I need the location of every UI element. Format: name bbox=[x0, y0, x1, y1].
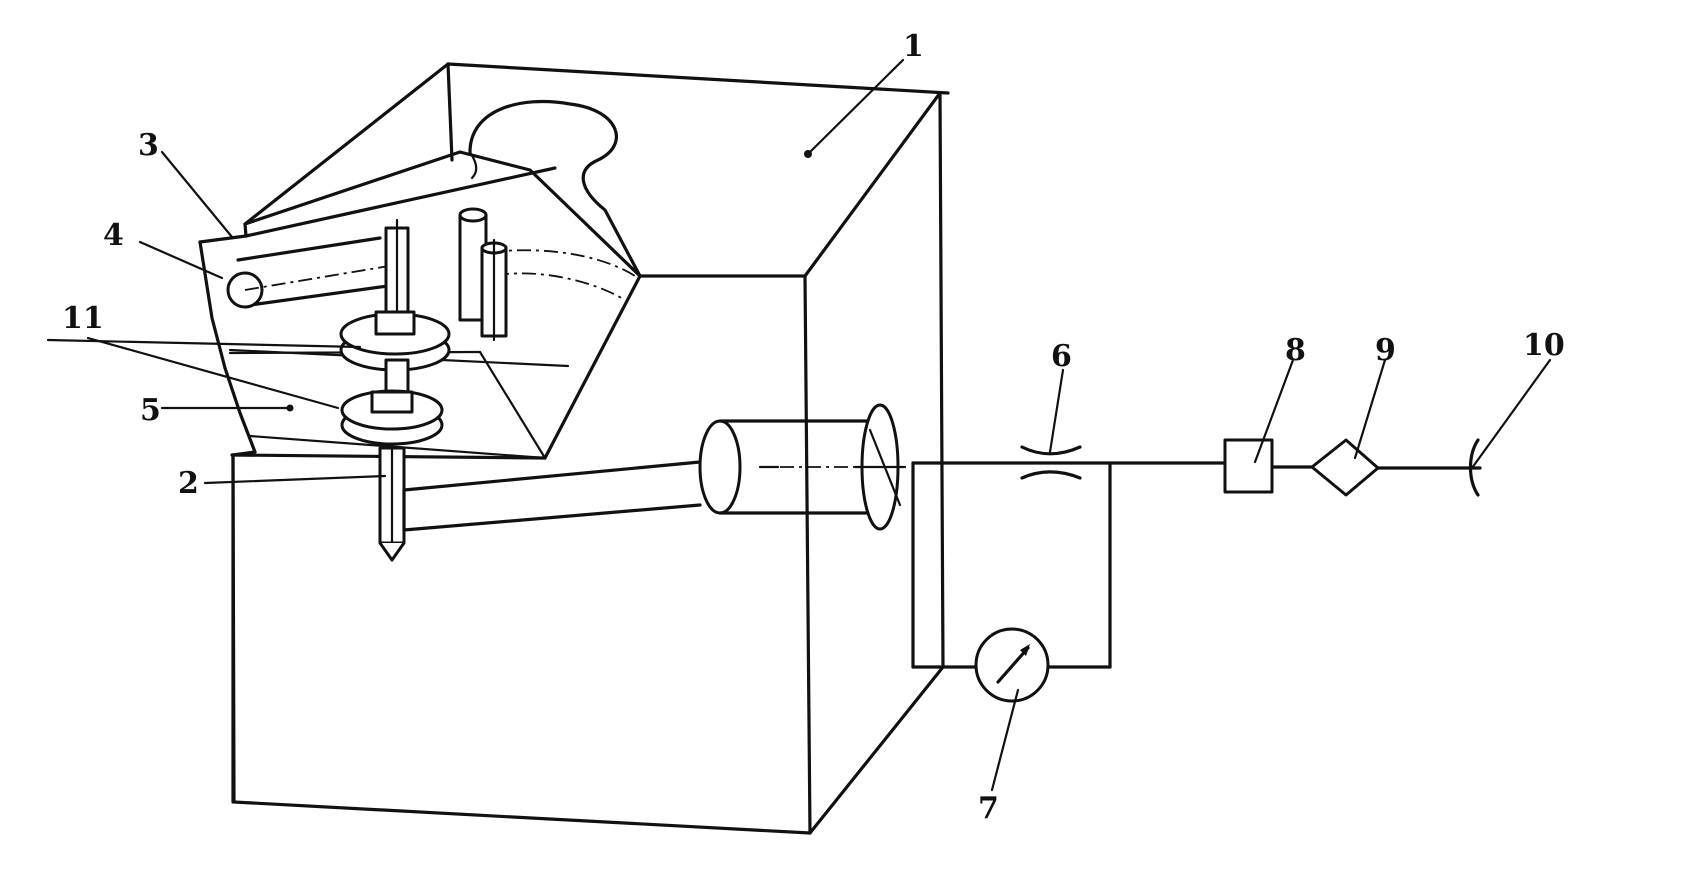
component-8-box bbox=[1223, 438, 1274, 494]
label-5: 5 bbox=[140, 393, 161, 428]
label-3: 3 bbox=[138, 128, 159, 163]
cutaway-hopper bbox=[198, 99, 642, 460]
label-9: 9 bbox=[1375, 333, 1396, 368]
label-11: 11 bbox=[62, 301, 104, 336]
throttle-valve bbox=[1020, 445, 1082, 480]
roller-assembly bbox=[226, 236, 397, 309]
pressure-gauge bbox=[974, 627, 1050, 703]
label-2: 2 bbox=[178, 466, 199, 501]
pipe-network bbox=[911, 461, 1482, 669]
label-4: 4 bbox=[103, 218, 124, 253]
label-6: 6 bbox=[1051, 339, 1072, 374]
shaft-assembly bbox=[339, 207, 508, 562]
filter-diamond bbox=[1310, 438, 1380, 497]
label-10: 10 bbox=[1523, 328, 1565, 363]
label-8: 8 bbox=[1285, 333, 1306, 368]
cabinet-body bbox=[230, 62, 950, 835]
label-1: 1 bbox=[903, 29, 924, 64]
label-7: 7 bbox=[978, 791, 999, 826]
leader-lines bbox=[46, 58, 1552, 792]
part-labels: 1 2 3 4 5 6 7 8 9 10 11 bbox=[62, 29, 1565, 826]
outlet-duct bbox=[402, 403, 907, 532]
source-curve bbox=[1468, 438, 1480, 497]
